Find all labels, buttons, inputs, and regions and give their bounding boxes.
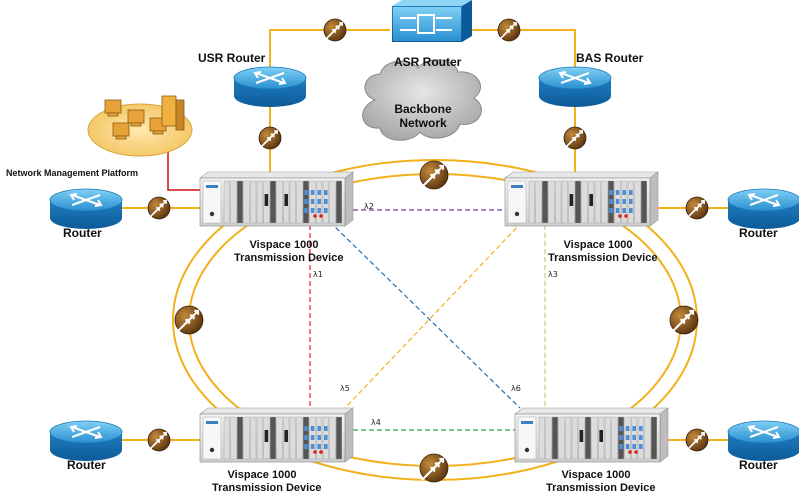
wavelength-paths — [309, 209, 546, 431]
vispace-device-top-left — [199, 171, 354, 227]
device-type: Transmission Device — [234, 251, 344, 264]
usr-router-label: USR Router — [198, 51, 266, 65]
amplifier-icon — [685, 196, 709, 220]
vispace-device-bottom-left — [199, 407, 354, 463]
bas-router-label: BAS Router — [576, 51, 644, 65]
lambda5-label: λ5 — [340, 384, 350, 393]
device-name: Vispace 1000 — [561, 469, 631, 481]
amplifier-icon — [419, 160, 449, 190]
device-name: Vispace 1000 — [249, 239, 319, 251]
management-link — [167, 150, 205, 191]
amplifier-icon — [147, 428, 171, 452]
router-right-top-icon — [727, 188, 799, 229]
lambda4-label: λ4 — [371, 418, 381, 427]
amplifier-icon — [419, 453, 449, 483]
asr-router-icon — [392, 0, 472, 42]
amplifier-icon — [258, 126, 282, 150]
amplifier-icon — [323, 18, 347, 42]
lambda3-label: λ3 — [548, 270, 558, 279]
device-top-right-label: Vispace 1000 Transmission Device — [548, 239, 657, 264]
amplifier-icon — [174, 305, 204, 335]
lambda6-label: λ6 — [511, 384, 521, 393]
device-bottom-left-label: Vispace 1000 Transmission Device — [212, 469, 321, 494]
router-right-bottom-icon — [727, 420, 799, 461]
device-type: Transmission Device — [546, 481, 656, 494]
vispace-device-top-right — [504, 171, 659, 227]
device-type: Transmission Device — [212, 481, 322, 494]
lambda6-path — [329, 221, 521, 409]
device-type: Transmission Device — [548, 251, 658, 264]
router-left-bottom-label: Router — [67, 458, 106, 472]
router-right-bottom-label: Router — [739, 458, 778, 472]
amplifier-icon — [685, 428, 709, 452]
network-management-platform-icon — [87, 95, 193, 157]
lambda1-label: λ1 — [313, 270, 323, 279]
backbone-cloud — [362, 59, 482, 141]
router-left-top-label: Router — [63, 226, 102, 240]
network-management-platform-label: Network Management Platform — [6, 168, 139, 178]
vispace-device-bottom-right — [514, 407, 669, 463]
backbone-label-line1: Backbone — [394, 102, 452, 116]
device-bottom-right-label: Vispace 1000 Transmission Device — [546, 469, 655, 494]
router-right-top-label: Router — [739, 226, 778, 240]
amplifier-icon — [563, 126, 587, 150]
usr-router-icon — [233, 66, 307, 107]
asr-router-label: ASR Router — [394, 55, 462, 69]
router-left-top-icon — [49, 188, 123, 229]
amplifier-icon — [147, 196, 171, 220]
bas-router-icon — [538, 66, 612, 107]
device-top-left-label: Vispace 1000 Transmission Device — [234, 239, 343, 264]
lambda5-path — [344, 221, 523, 409]
backbone-label: Backbone Network — [390, 102, 456, 131]
lambda2-label: λ2 — [364, 202, 374, 211]
router-left-bottom-icon — [49, 420, 123, 461]
backbone-label-line2: Network — [399, 115, 447, 130]
device-name: Vispace 1000 — [563, 239, 633, 251]
amplifier-icon — [669, 305, 699, 335]
device-name: Vispace 1000 — [227, 469, 297, 481]
amplifier-icon — [497, 18, 521, 42]
